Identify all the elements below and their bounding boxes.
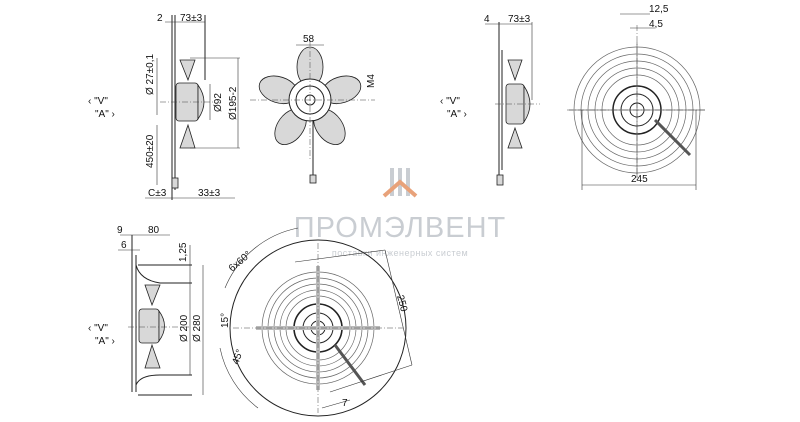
logo-icon: [382, 168, 418, 198]
dim-7: 7: [342, 398, 348, 409]
front-view-flange: 6x60° 15° 45° 250 7: [219, 227, 413, 417]
side-view-3: ‹ "V" "A" › 9 80 6 1,25 Ø 200 Ø 280: [88, 225, 204, 396]
angle-15: 15°: [220, 313, 231, 328]
dim-12-5: 12,5: [649, 4, 669, 15]
view-label-v: ‹ "V": [88, 323, 108, 334]
dim-450: 450±20: [145, 134, 156, 168]
dim-m4: M4: [366, 74, 377, 88]
dim-4-5: 4,5: [649, 19, 663, 30]
watermark-logo: ПРОМЭЛВЕНТ поставки инженерных систем: [294, 168, 507, 258]
angle-45: 45°: [230, 348, 246, 366]
side-view-1: ‹ "V" "A" › 2 73±3 Ø 27±0,1 Ø92 Ø195-2 4…: [88, 13, 240, 200]
dim-1-25: 1,25: [178, 242, 189, 262]
dim-195: Ø195-2: [228, 86, 239, 120]
view-label-a: "A" ›: [447, 109, 467, 120]
dim-58: 58: [303, 34, 315, 45]
watermark-brand: ПРОМЭЛВЕНТ: [294, 212, 507, 244]
view-label-v: ‹ "V": [88, 96, 108, 107]
angle-6x60: 6x60°: [227, 249, 254, 274]
dim-245: 245: [631, 174, 648, 185]
view-label-a: "A" ›: [95, 109, 115, 120]
dim-250: 250: [394, 294, 409, 313]
dim-27: Ø 27±0,1: [145, 53, 156, 95]
side-view-2: ‹ "V" "A" › 4 73±3: [440, 14, 540, 186]
dim-92: Ø92: [213, 93, 224, 112]
dim-c: C±3: [148, 188, 167, 199]
view-label-v: ‹ "V": [440, 96, 460, 107]
dim-73: 73±3: [180, 13, 203, 24]
dim-9: 9: [117, 225, 123, 236]
view-label-a: "A" ›: [95, 336, 115, 347]
dim-33: 33±3: [198, 188, 221, 199]
dim-280: Ø 280: [192, 314, 203, 342]
watermark-tagline: поставки инженерных систем: [332, 248, 468, 258]
dim-2: 2: [157, 13, 163, 24]
front-view-blades: 58 M4: [250, 34, 377, 184]
dim-4: 4: [484, 14, 490, 25]
dim-80: 80: [148, 225, 160, 236]
front-view-grille: 245 12,5 4,5: [567, 4, 707, 190]
dim-73: 73±3: [508, 14, 531, 25]
dim-6: 6: [121, 240, 127, 251]
dim-200: Ø 200: [179, 314, 190, 342]
